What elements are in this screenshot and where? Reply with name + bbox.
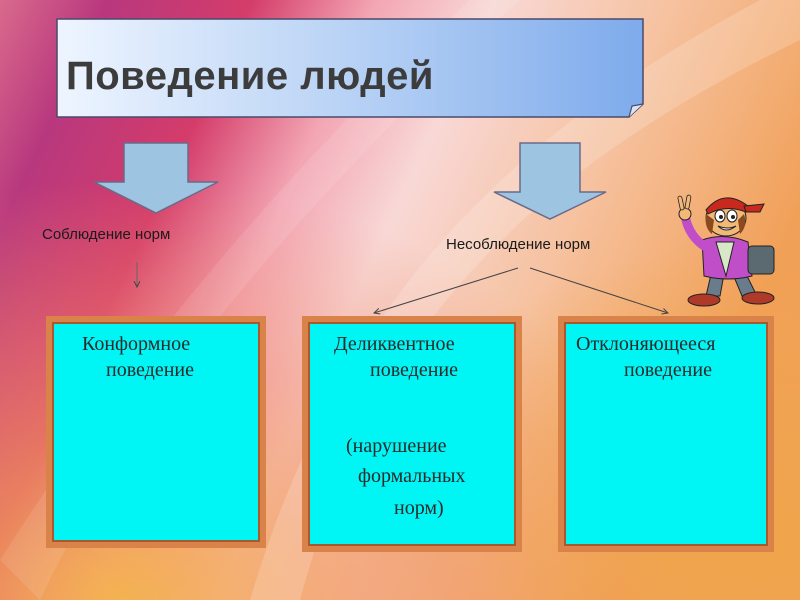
connector-to-deviant xyxy=(529,267,668,313)
cartoon-boy-illustration xyxy=(677,194,775,307)
box-delinquent-line2: поведение xyxy=(370,359,458,381)
branch-label-noncompliance: Несоблюдение норм xyxy=(446,236,591,253)
box-deviant-line1: Отклоняющееся xyxy=(576,333,716,355)
box-conformist-line2: поведение xyxy=(106,359,194,381)
down-arrow-right xyxy=(493,142,607,220)
branch-label-compliance: Соблюдение норм xyxy=(42,226,171,243)
down-arrow-left xyxy=(93,142,219,214)
title-banner: Поведение людей xyxy=(56,18,644,118)
box-deviant-line2: поведение xyxy=(624,359,712,381)
banner-shape xyxy=(56,18,644,118)
box-delinquent-line1: Деликвентное xyxy=(334,333,455,355)
connector-to-delinquent xyxy=(374,267,519,313)
box-delinquent-note3: норм) xyxy=(394,497,444,519)
box-conformist: Конформное поведение xyxy=(46,316,266,548)
box-deviant: Отклоняющееся поведение xyxy=(558,316,774,552)
page-title: Поведение людей xyxy=(66,54,435,98)
box-delinquent: Деликвентное поведение (нарушение формал… xyxy=(302,316,522,552)
box-delinquent-note1: (нарушение xyxy=(346,435,447,457)
box-delinquent-note2: формальных xyxy=(358,465,466,487)
box-conformist-line1: Конформное xyxy=(82,333,191,355)
